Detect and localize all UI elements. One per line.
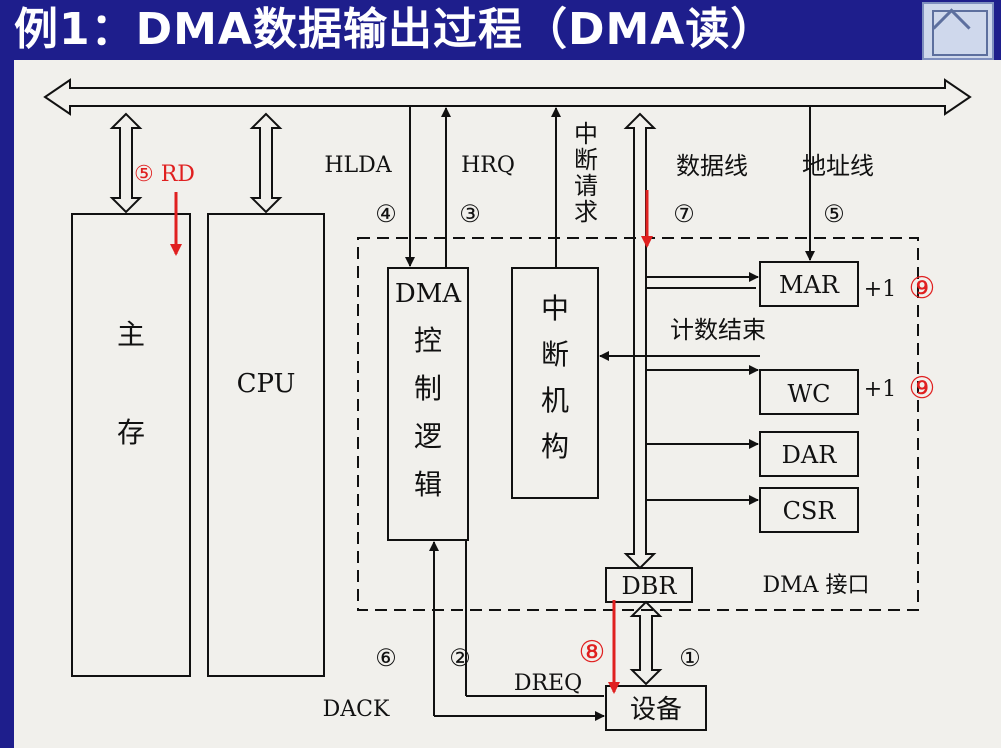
step-1-label: ① bbox=[679, 644, 701, 672]
label-dack: DACK bbox=[323, 697, 390, 722]
label-interrupt-request-1: 断 bbox=[574, 146, 598, 174]
label-interrupt-unit-2: 机 bbox=[541, 384, 569, 417]
label-plus-one-wc: +1 bbox=[864, 377, 896, 402]
annotation-rd: ⑤ RD bbox=[134, 162, 195, 187]
label-interrupt-request-3: 求 bbox=[574, 198, 598, 226]
label-dreq: DREQ bbox=[514, 671, 582, 696]
label-interrupt-request-0: 中 bbox=[574, 120, 598, 148]
label-dma-control-2: 制 bbox=[414, 372, 442, 405]
label-wc: WC bbox=[787, 380, 830, 408]
csr-box bbox=[759, 487, 859, 533]
dbr-device-arrow bbox=[629, 600, 663, 686]
label-csr: CSR bbox=[783, 497, 837, 525]
label-main-memory-1: 主存 bbox=[117, 318, 145, 449]
device-box bbox=[605, 685, 707, 731]
university-logo bbox=[922, 2, 994, 60]
wc-box bbox=[759, 369, 859, 415]
label-device: 设备 bbox=[630, 695, 682, 725]
mar-box bbox=[759, 261, 859, 307]
label-dma-control-4: 辑 bbox=[414, 468, 442, 501]
cpu-box bbox=[207, 213, 325, 677]
annotation-step-9-mar: ⑨ bbox=[909, 271, 936, 306]
label-interrupt-unit-1: 断 bbox=[541, 338, 569, 371]
slide-title: 例1：DMA数据输出过程（DMA读） bbox=[14, 4, 776, 55]
annotation-step-8: ⑧ bbox=[579, 635, 606, 670]
label-dma-control-1: 控 bbox=[414, 324, 442, 357]
dma-interface-boundary bbox=[357, 237, 919, 611]
step-6-label: ⑥ bbox=[375, 644, 397, 672]
memory-bus-arrow bbox=[109, 112, 143, 214]
label-hlda: HLDA bbox=[324, 153, 392, 178]
label-dma-control-3: 逻 bbox=[414, 420, 442, 453]
label-data-line: 数据线 bbox=[676, 152, 748, 180]
label-dma-control-0: DMA bbox=[395, 279, 462, 309]
label-dbr: DBR bbox=[622, 572, 678, 600]
label-dar: DAR bbox=[782, 441, 838, 469]
label-interrupt-unit-0: 中 bbox=[541, 292, 569, 325]
main-memory-box bbox=[71, 213, 191, 677]
label-hrq: HRQ bbox=[461, 153, 515, 178]
system-bus bbox=[43, 78, 972, 116]
step-7-label: ⑦ bbox=[673, 200, 695, 228]
dar-box bbox=[759, 431, 859, 477]
label-plus-one-mar: +1 bbox=[864, 277, 896, 302]
label-cpu: CPU bbox=[237, 369, 296, 399]
step-5-label: ⑤ bbox=[823, 200, 845, 228]
label-address-line: 地址线 bbox=[802, 152, 874, 180]
cpu-bus-arrow bbox=[249, 112, 283, 214]
diagram-panel: 主存 CPU DMA 控 制 逻 辑 中 断 机 构 MAR WC DAR CS… bbox=[14, 60, 1001, 748]
step-4-label: ④ bbox=[375, 200, 397, 228]
label-count-end: 计数结束 bbox=[670, 316, 766, 344]
label-interrupt-request-2: 请 bbox=[574, 172, 598, 200]
label-interrupt-unit-3: 构 bbox=[541, 430, 569, 463]
dma-control-box bbox=[387, 267, 469, 541]
step-2-label: ② bbox=[449, 644, 471, 672]
step-3-label: ③ bbox=[459, 200, 481, 228]
label-mar: MAR bbox=[779, 271, 840, 299]
annotation-step-9-wc: ⑨ bbox=[909, 371, 936, 406]
label-dma-interface: DMA 接口 bbox=[762, 573, 869, 598]
dbr-box bbox=[605, 567, 693, 603]
